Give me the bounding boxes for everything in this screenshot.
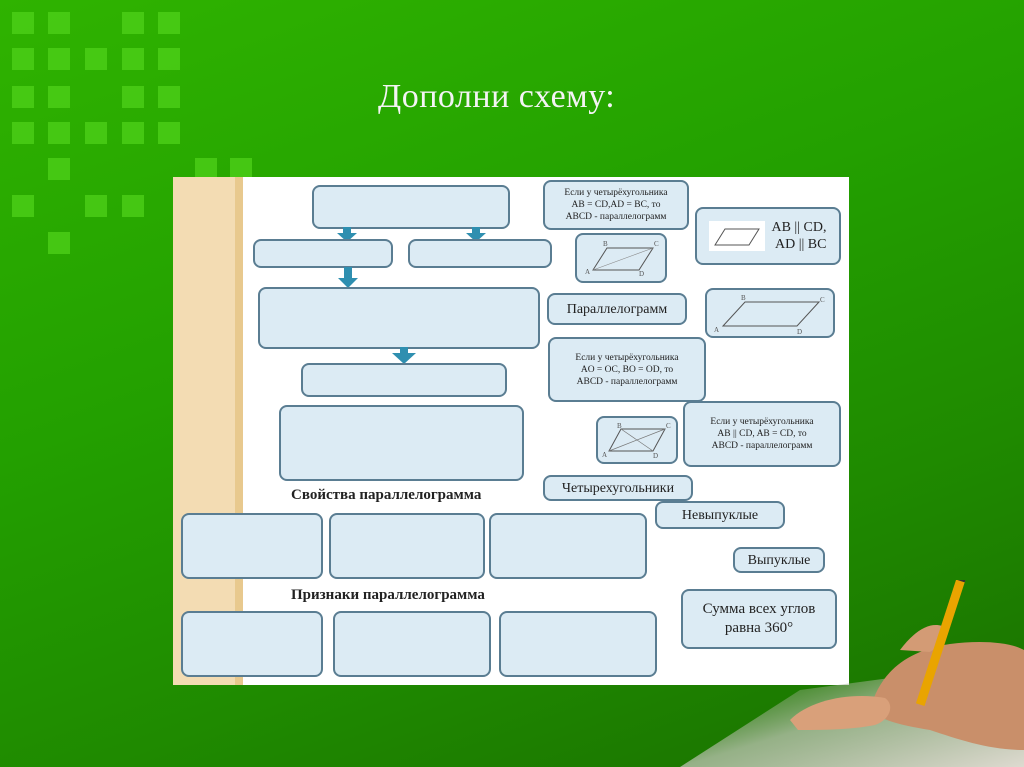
card-parallelogram-label[interactable]: Параллелограмм [547, 293, 687, 325]
svg-text:A: A [585, 268, 590, 276]
arrow-down-icon [466, 227, 486, 242]
card-angle-sum[interactable]: Сумма всех углов равна 360° [681, 589, 837, 649]
card-figure-2[interactable]: A B C D [705, 288, 835, 338]
left-stripe [173, 177, 243, 685]
svg-text:C: C [654, 240, 659, 248]
svg-text:D: D [797, 328, 802, 334]
svg-text:A: A [714, 326, 719, 334]
property-box-3[interactable] [489, 513, 647, 579]
card-diagonals-bisect[interactable]: Если у четырёхугольника AO = OC, BO = OD… [548, 337, 706, 402]
parallelogram-figure: A B C D [602, 422, 671, 459]
arrow-down-icon [337, 227, 357, 242]
svg-text:D: D [653, 452, 658, 459]
svg-text:C: C [666, 422, 671, 430]
card-quadrilaterals[interactable]: Четырехугольники [543, 475, 693, 501]
empty-box-parallelogram[interactable] [258, 287, 540, 349]
svg-text:B: B [603, 240, 608, 248]
scheme-panel: Свойства параллелограмма Признаки паралл… [173, 177, 849, 685]
svg-text:B: B [741, 294, 746, 302]
empty-box-middle[interactable] [301, 363, 507, 397]
slide-title: Дополни схему: [378, 78, 616, 115]
parallelogram-figure: A B C D [585, 240, 659, 278]
svg-text:D: D [639, 270, 644, 278]
parallelogram-figure: A B C D [714, 294, 825, 334]
arrow-down-icon [338, 267, 358, 288]
property-box-2[interactable] [329, 513, 485, 579]
sign-box-3[interactable] [499, 611, 657, 677]
card-figure-1[interactable]: A B C D [575, 233, 667, 283]
sign-box-1[interactable] [181, 611, 323, 677]
arrow-down-icon [392, 347, 416, 364]
card-parallel-sides[interactable]: AB || CD, AD || BC [695, 207, 841, 265]
empty-box-left[interactable] [253, 239, 393, 268]
card-nonconvex[interactable]: Невыпуклые [655, 501, 785, 529]
svg-text:C: C [820, 296, 825, 304]
card-figure-3[interactable]: A B C D [596, 416, 678, 464]
sign-box-2[interactable] [333, 611, 491, 677]
left-stripe-edge [235, 177, 243, 685]
svg-text:A: A [602, 451, 607, 459]
empty-box-top[interactable] [312, 185, 510, 229]
empty-box-large[interactable] [279, 405, 524, 481]
card-convex[interactable]: Выпуклые [733, 547, 825, 573]
empty-box-right[interactable] [408, 239, 552, 268]
property-box-1[interactable] [181, 513, 323, 579]
parallelogram-figure [709, 221, 766, 251]
card-sides-equal[interactable]: Если у четырёхугольника AB = CD,AD = BC,… [543, 180, 689, 230]
signs-heading: Признаки параллелограмма [291, 587, 485, 603]
hand-pencil-illustration [680, 580, 1024, 767]
svg-text:B: B [617, 422, 622, 430]
card-parallel-equal[interactable]: Если у четырёхугольника AB || CD, AB = C… [683, 401, 841, 467]
properties-heading: Свойства параллелограмма [291, 487, 482, 503]
